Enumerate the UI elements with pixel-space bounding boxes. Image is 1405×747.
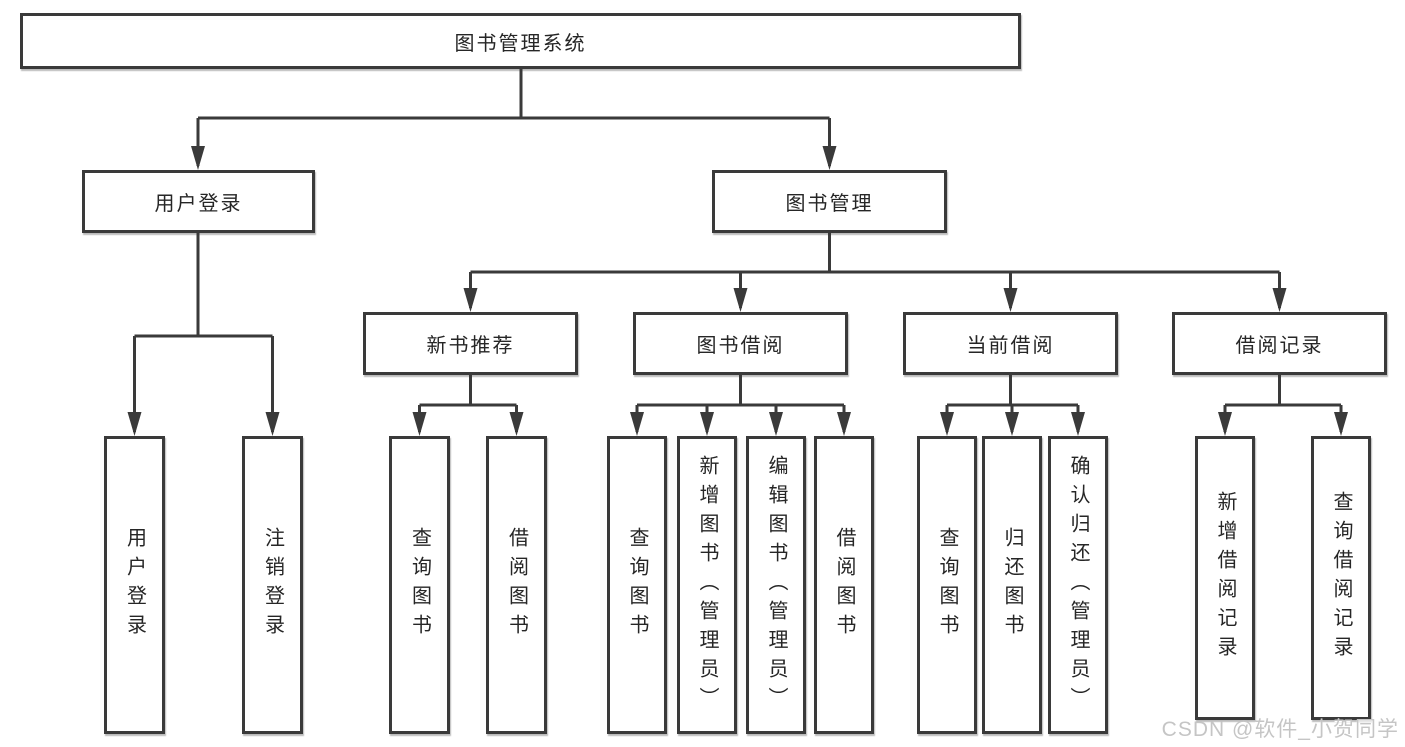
node-label: 当前借阅 [966, 335, 1055, 357]
node-label: 查询图书 [936, 527, 958, 643]
node-label: 借阅图书 [505, 527, 528, 643]
node-label: 用户登录 [123, 527, 146, 643]
node-borrowing-records: 借阅记录 [1172, 312, 1387, 375]
node-label: 注销登录 [261, 527, 284, 643]
node-label: 图书管理 [785, 193, 874, 215]
node-query-books-borrowing: 查询图书 [607, 436, 667, 734]
node-borrow-books-recommend: 借阅图书 [486, 436, 547, 734]
node-label: 新增图书（管理员） [696, 454, 718, 716]
node-current-borrowing: 当前借阅 [903, 312, 1118, 375]
node-query-books-recommend: 查询图书 [389, 436, 450, 734]
node-label: 图书借阅 [696, 335, 785, 357]
node-borrow-books-borrowing: 借阅图书 [814, 436, 874, 734]
node-label: 借阅图书 [833, 527, 855, 643]
node-book-borrowing: 图书借阅 [633, 312, 848, 375]
node-edit-books-admin: 编辑图书（管理员） [746, 436, 806, 734]
node-label: 用户登录 [154, 193, 243, 215]
node-label: 图书管理系统 [454, 32, 587, 55]
node-label: 确认归还（管理员） [1067, 454, 1089, 716]
node-label: 新增借阅记录 [1214, 491, 1236, 665]
node-label: 编辑图书（管理员） [765, 454, 787, 716]
node-query-books-current: 查询图书 [917, 436, 977, 734]
node-return-books: 归还图书 [982, 436, 1042, 734]
node-label: 借阅记录 [1235, 335, 1324, 357]
node-label: 归还图书 [1001, 527, 1023, 643]
node-label: 查询图书 [408, 527, 431, 643]
node-label: 查询图书 [626, 527, 648, 643]
csdn-watermark: CSDN @软件_小贺同学 [1161, 718, 1399, 741]
node-user-login-leaf: 用户登录 [104, 436, 165, 734]
node-add-books-admin: 新增图书（管理员） [677, 436, 737, 734]
node-query-borrow-record: 查询借阅记录 [1311, 436, 1371, 720]
node-add-borrow-record: 新增借阅记录 [1195, 436, 1255, 720]
node-label: 新书推荐 [426, 335, 515, 357]
node-user-login-branch: 用户登录 [82, 170, 315, 233]
node-library-management-system: 图书管理系统 [20, 13, 1021, 69]
node-book-management-branch: 图书管理 [712, 170, 947, 233]
node-confirm-return-admin: 确认归还（管理员） [1048, 436, 1108, 734]
node-logout-leaf: 注销登录 [242, 436, 303, 734]
node-label: 查询借阅记录 [1330, 491, 1352, 665]
node-new-book-recommendation: 新书推荐 [363, 312, 578, 375]
